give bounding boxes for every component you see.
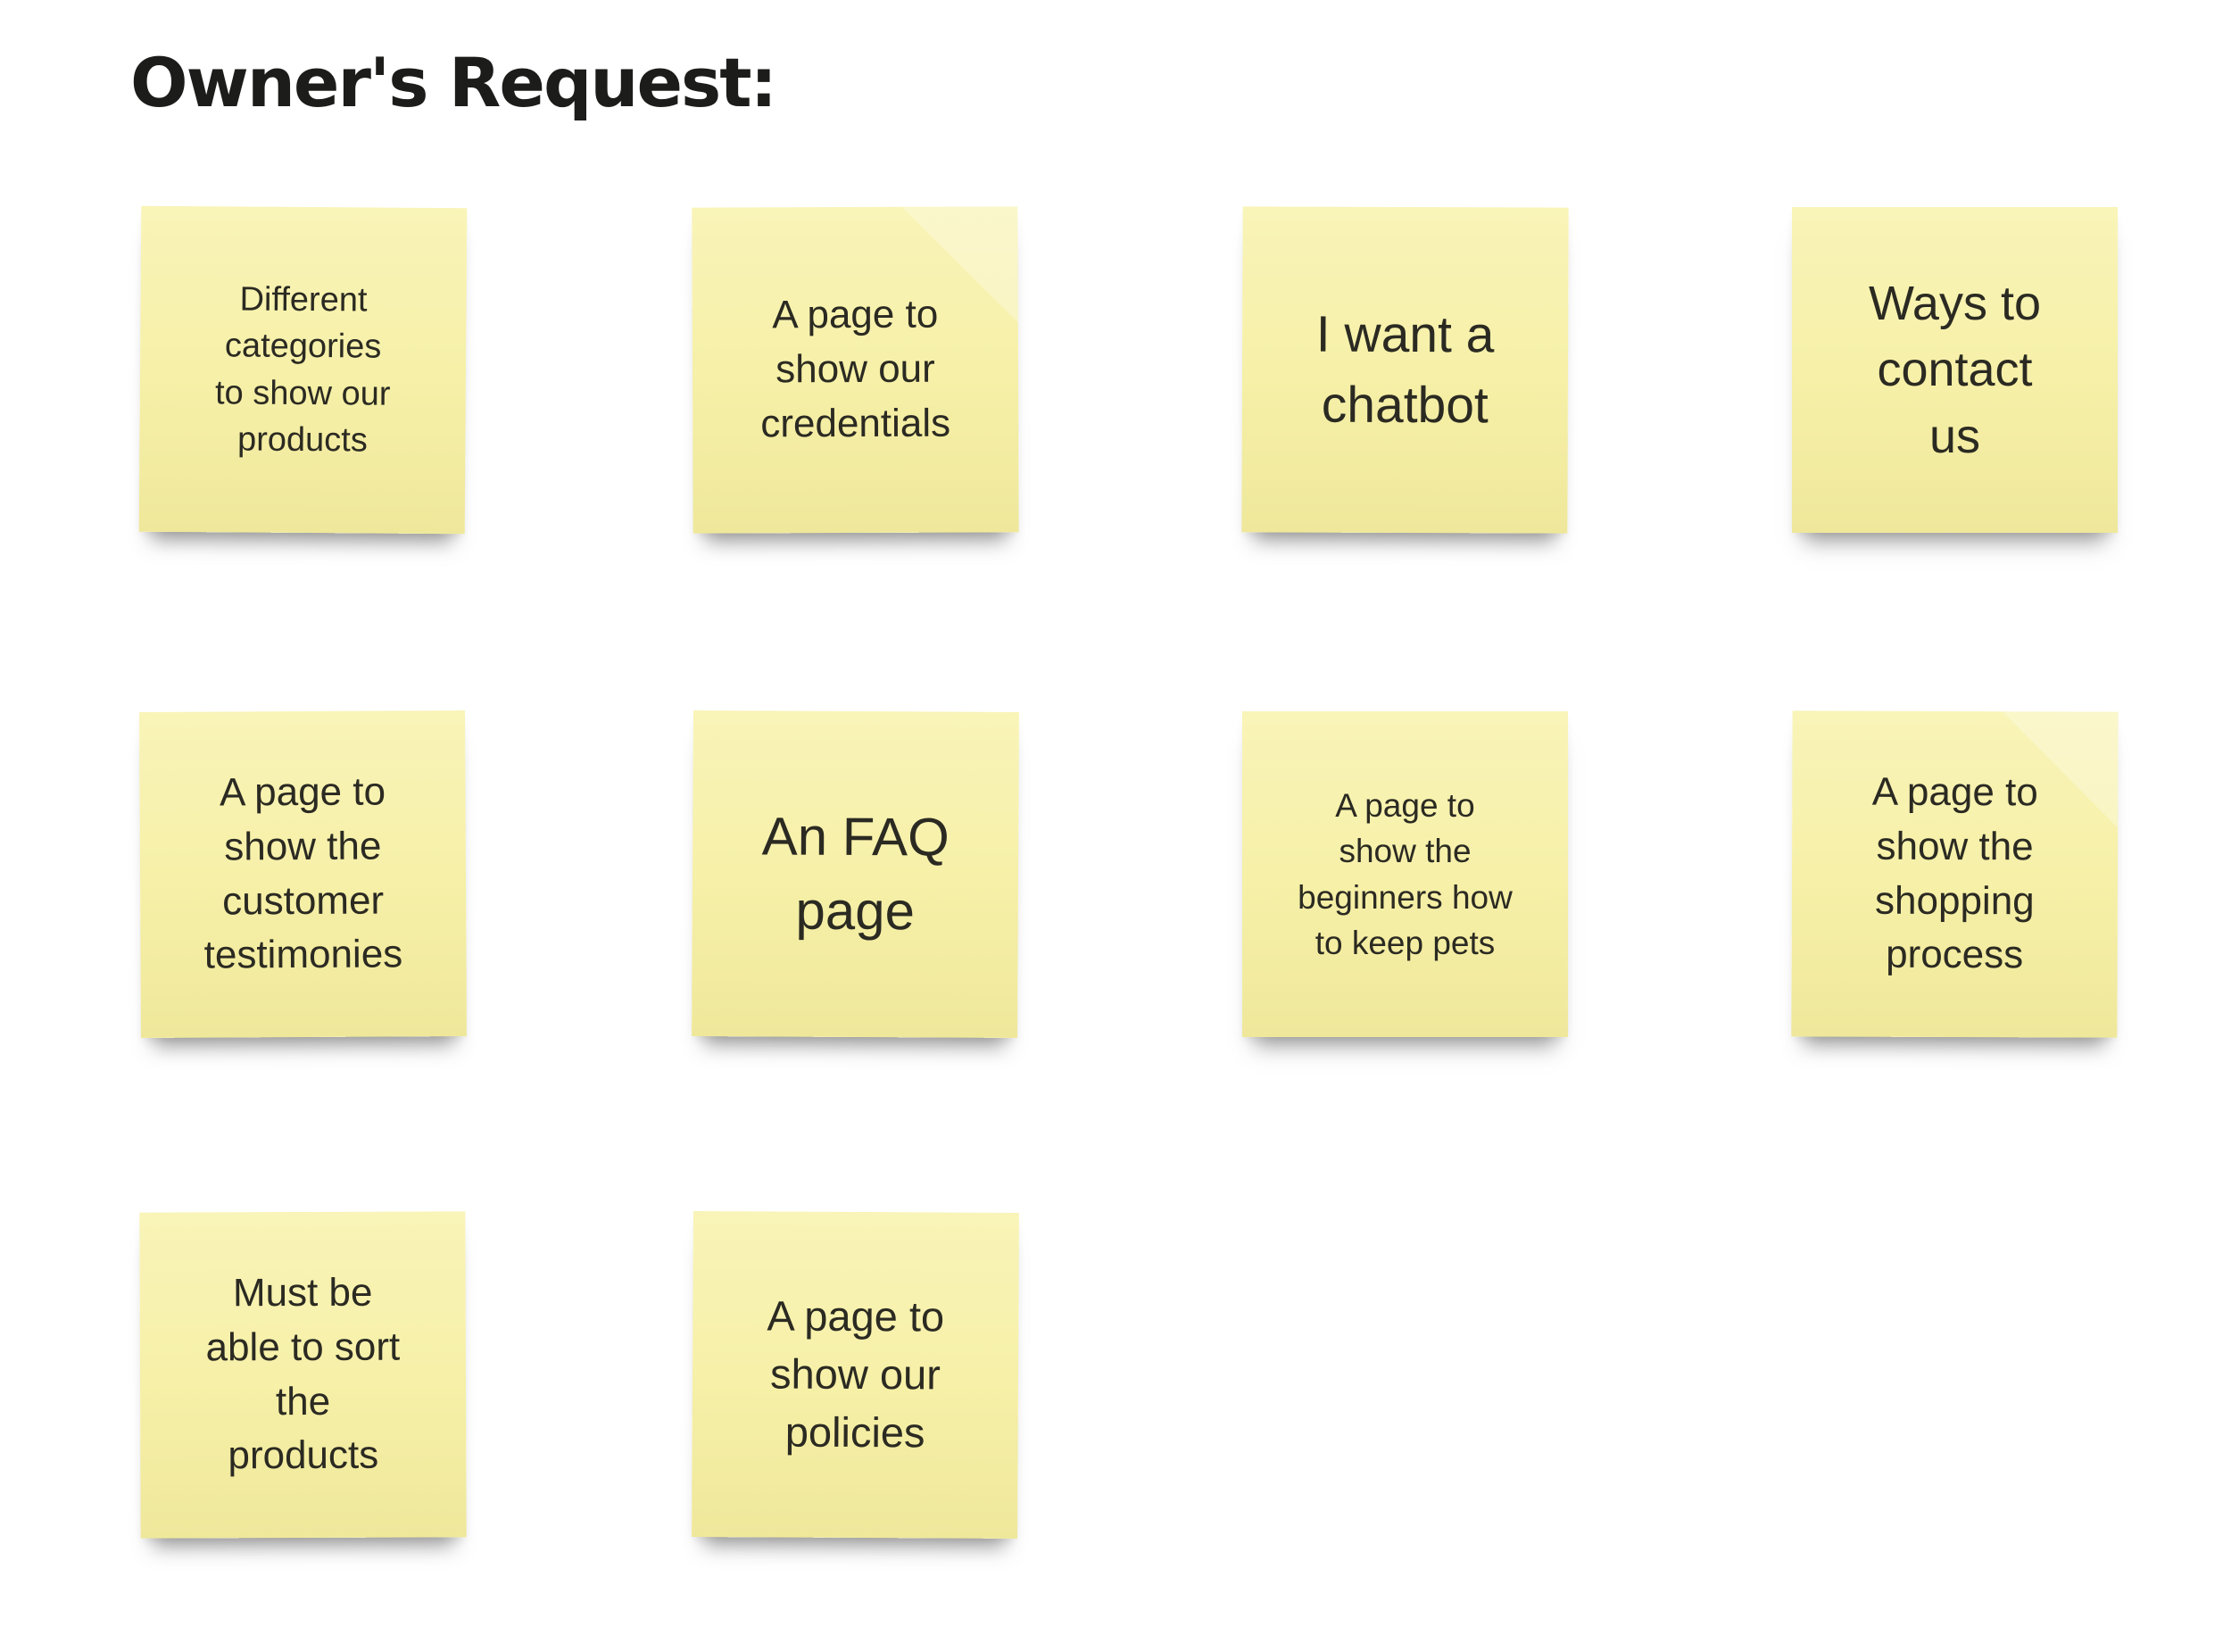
sticky-note[interactable]: Ways to contact us <box>1792 207 2118 533</box>
sticky-note[interactable]: A page to show our policies <box>692 1211 1019 1539</box>
sticky-note-text: An FAQ page <box>761 806 950 941</box>
sticky-note[interactable]: Must be able to sort the products <box>139 1211 467 1539</box>
sticky-note[interactable]: A page to show the shopping process <box>1791 710 2119 1038</box>
sticky-note-text: A page to show our policies <box>767 1291 945 1457</box>
sticky-note[interactable]: I want a chatbot <box>1241 206 1569 534</box>
sticky-note[interactable]: A page to show our credentials <box>692 206 1019 534</box>
sticky-note-text: A page to show the beginners how to keep… <box>1298 787 1513 961</box>
sticky-note-text: Ways to contact us <box>1868 276 2042 463</box>
sticky-note[interactable]: An FAQ page <box>692 710 1019 1038</box>
sticky-note-text: Different categories to show our product… <box>214 280 391 460</box>
sticky-note-text: A page to show our credentials <box>760 293 951 446</box>
sticky-note-text: A page to show the customer testimonies <box>203 769 403 977</box>
page-title: Owner's Request: <box>130 43 777 122</box>
sticky-note-text: A page to show the shopping process <box>1871 769 2038 977</box>
sticky-note[interactable]: A page to show the beginners how to keep… <box>1242 711 1568 1037</box>
sticky-note[interactable]: A page to show the customer testimonies <box>139 710 467 1038</box>
sticky-note[interactable]: Different categories to show our product… <box>138 205 468 535</box>
sticky-note-text: I want a chatbot <box>1315 305 1495 434</box>
sticky-note-text: Must be able to sort the products <box>205 1270 401 1478</box>
